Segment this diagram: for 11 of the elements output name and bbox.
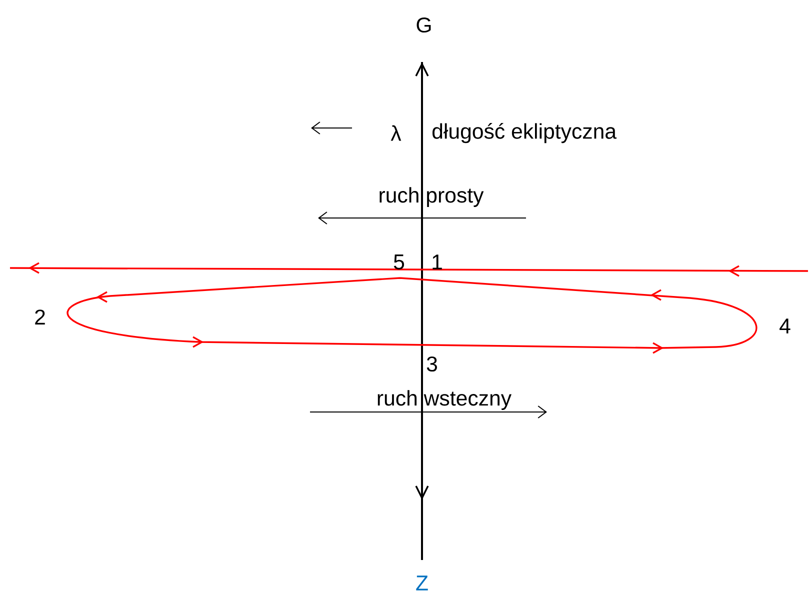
axis-label: Z	[416, 576, 428, 590]
axis-caption: długość ekliptyczna	[432, 122, 617, 144]
point-number: 5	[394, 254, 404, 270]
point-number: 1	[432, 254, 442, 270]
axis-label: G	[416, 17, 431, 33]
motion-label: ruch wsteczny	[378, 390, 512, 410]
symbol-label: λ	[390, 125, 402, 141]
motion-label: ruch prosty	[380, 187, 484, 207]
point-number: 4	[780, 318, 790, 334]
point-number: 3	[426, 356, 437, 372]
point-number: 2	[35, 310, 45, 324]
